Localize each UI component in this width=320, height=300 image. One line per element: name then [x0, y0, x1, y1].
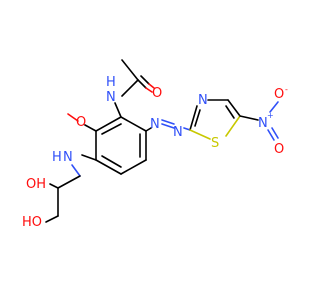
bond — [114, 102, 122, 118]
atom-label: O — [76, 115, 86, 130]
bond — [161, 119, 175, 125]
bond — [45, 215, 59, 223]
atom-label: N — [63, 150, 73, 165]
bond — [271, 127, 279, 139]
bond — [140, 75, 150, 85]
atom-label: N — [198, 93, 208, 108]
atom-label: S — [211, 136, 219, 151]
bond — [189, 105, 198, 131]
bond — [137, 79, 147, 89]
bond — [84, 124, 97, 132]
bond — [49, 183, 59, 189]
bond — [269, 101, 279, 113]
bond — [71, 164, 81, 177]
bond — [225, 105, 235, 119]
bond — [148, 83, 155, 89]
bond — [145, 127, 152, 132]
charge-label: + — [267, 111, 274, 120]
bond — [225, 115, 241, 137]
bond — [101, 123, 122, 135]
atom-label: N — [258, 116, 268, 131]
bond — [120, 116, 147, 132]
bond — [81, 154, 97, 161]
bond — [121, 59, 139, 81]
charge-label: - — [285, 85, 288, 94]
bond — [95, 159, 122, 175]
atom-label: OH — [26, 177, 46, 192]
bond — [161, 123, 175, 129]
molecule-structure-diagram: O N H O N N N S N + O - O N H OH HO — [22, 59, 288, 230]
atom-label: HO — [22, 215, 42, 230]
atom-label: N — [106, 90, 116, 105]
bond — [189, 129, 211, 140]
atom-label: N — [173, 125, 183, 140]
bond — [183, 127, 191, 131]
atom-label: H — [52, 150, 62, 165]
bond — [227, 99, 241, 117]
bond — [145, 87, 153, 93]
bond — [95, 116, 122, 132]
bond — [120, 159, 147, 175]
bond — [194, 109, 201, 127]
bond — [239, 115, 259, 121]
atom-label: H — [106, 75, 116, 90]
atom-label: O — [152, 86, 162, 101]
bond — [121, 79, 139, 97]
atom-label: N — [150, 117, 160, 132]
bond — [267, 129, 275, 141]
bond — [57, 175, 81, 189]
atom-label: O — [274, 87, 284, 102]
bond — [101, 155, 122, 168]
bond — [67, 113, 79, 122]
atom-label: O — [274, 142, 284, 157]
